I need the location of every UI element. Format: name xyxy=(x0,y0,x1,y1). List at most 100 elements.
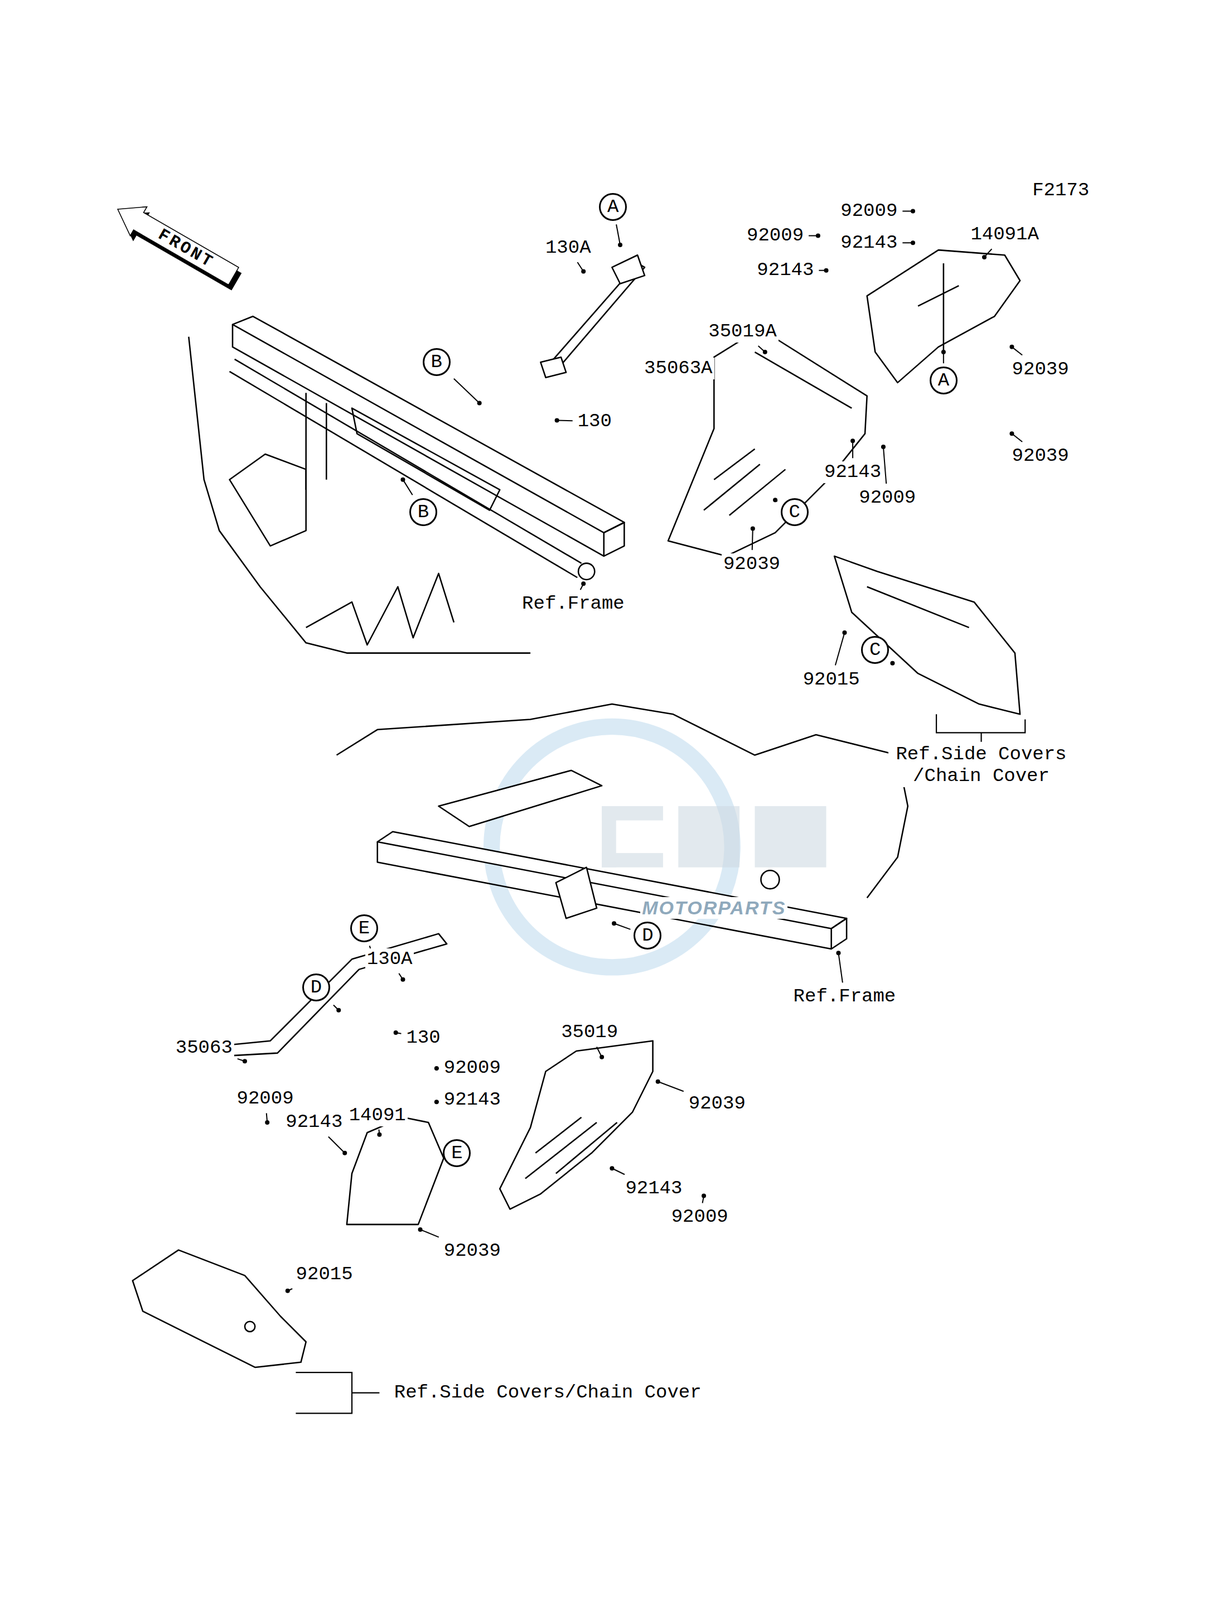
fastener-point xyxy=(477,400,482,405)
reference-circle: D xyxy=(633,921,662,950)
fastener-point xyxy=(762,349,768,355)
leader-line xyxy=(838,952,843,983)
side-cover xyxy=(132,1249,307,1367)
fastener-point xyxy=(418,1226,423,1232)
part-number: 92143 xyxy=(442,1088,503,1111)
part-number: 92039 xyxy=(1010,445,1071,467)
reference-letter: E xyxy=(451,1143,463,1163)
mudguard xyxy=(867,249,1021,383)
mudguard-14091 xyxy=(346,1117,444,1225)
reference-circle: B xyxy=(409,498,438,526)
fastener-point xyxy=(842,630,847,635)
watermark-block xyxy=(754,805,826,868)
guard-bracket-35063 xyxy=(219,933,447,1056)
arrow-outline xyxy=(109,194,243,291)
reference-note: Ref.Side Covers /Chain Cover xyxy=(888,743,1074,787)
fastener-point xyxy=(400,477,405,482)
part-number: 92009 xyxy=(235,1087,296,1110)
fastener-point xyxy=(835,950,841,955)
leader-line xyxy=(658,1081,684,1091)
reference-bracket xyxy=(936,713,1026,742)
part-number: 92143 xyxy=(755,259,816,282)
fastener-point xyxy=(581,269,586,274)
frame-plate xyxy=(438,770,602,827)
reference-leader xyxy=(616,224,621,245)
guard-bracket-35063A xyxy=(540,254,645,377)
reference-circle: B xyxy=(422,347,451,376)
reference-circle: D xyxy=(302,973,331,1002)
frame-bottom xyxy=(336,703,908,949)
reference-circle: E xyxy=(442,1138,471,1167)
part-number: 92009 xyxy=(442,1056,503,1079)
fastener-point xyxy=(890,660,895,666)
brackets xyxy=(295,713,1026,1413)
reference-circle: C xyxy=(861,635,889,664)
fastener-point xyxy=(941,349,946,355)
fastener-point xyxy=(910,240,916,245)
reference-letter: C xyxy=(869,640,881,660)
fastener-point xyxy=(434,1099,439,1104)
leader-line xyxy=(752,528,753,550)
grommet xyxy=(244,1321,255,1332)
reference-note: F2173 xyxy=(1030,179,1091,202)
fastener-point xyxy=(850,438,855,443)
frame-beam xyxy=(377,831,847,929)
fastener-point xyxy=(1009,431,1014,436)
bracket-bar xyxy=(219,933,447,1056)
reference-leader xyxy=(453,378,480,404)
reference-letter: D xyxy=(641,925,654,945)
part-number: 92143 xyxy=(822,461,883,483)
tube-end xyxy=(578,563,595,580)
fastener-point xyxy=(1009,344,1014,350)
part-number: 92009 xyxy=(745,224,806,247)
leader-line xyxy=(328,1136,345,1153)
body-outline xyxy=(336,703,908,898)
tube-end xyxy=(760,869,780,889)
mudguard-14091A xyxy=(867,249,1021,383)
fastener-point xyxy=(285,1288,290,1293)
fastener-point xyxy=(772,497,778,502)
fastener-point xyxy=(336,1007,341,1013)
leader-line xyxy=(835,632,845,666)
part-number: 92039 xyxy=(1010,358,1071,381)
reference-letter: D xyxy=(310,977,322,997)
reference-bracket xyxy=(295,1371,380,1413)
mudguard-edge xyxy=(917,263,959,352)
watermark-block xyxy=(678,805,740,868)
side-cover xyxy=(834,556,1021,715)
fastener-point xyxy=(609,1165,615,1171)
pivot-bracket xyxy=(229,453,307,546)
part-number: 14091A xyxy=(968,223,1041,246)
bracket-foot xyxy=(540,356,567,378)
part-number: 92143 xyxy=(283,1110,345,1133)
skid-plate xyxy=(306,573,454,645)
reference-circle: C xyxy=(780,498,809,526)
leader-line xyxy=(420,1229,439,1237)
frame-bracket xyxy=(556,867,597,918)
part-number: 130 xyxy=(576,410,614,433)
part-number: 92143 xyxy=(623,1177,684,1200)
fastener-point xyxy=(264,1119,270,1125)
fastener-point xyxy=(393,1030,399,1035)
side-cover-top xyxy=(834,556,1021,715)
frame-support xyxy=(306,392,327,490)
fastener-point xyxy=(554,418,560,423)
watermark: MOTORPARTS xyxy=(640,896,788,919)
side-cover-bottom xyxy=(132,1249,307,1367)
frame-beam xyxy=(377,841,847,949)
reference-note: Ref.Side Covers/Chain Cover xyxy=(392,1381,704,1404)
frame-bracket xyxy=(351,408,500,511)
guard-rib xyxy=(525,1117,618,1179)
fastener-point xyxy=(750,525,756,531)
leader-line xyxy=(557,419,573,422)
fastener-point xyxy=(910,209,916,214)
reference-letter: A xyxy=(607,197,619,217)
reference-circle: A xyxy=(929,366,958,395)
reference-letter: E xyxy=(358,918,370,938)
guard-rib xyxy=(703,351,852,516)
side-cover-edge xyxy=(867,586,970,628)
fastener-point xyxy=(881,444,886,449)
reference-leader xyxy=(614,922,631,930)
fastener-point xyxy=(581,581,586,586)
reference-letter: B xyxy=(431,352,443,372)
